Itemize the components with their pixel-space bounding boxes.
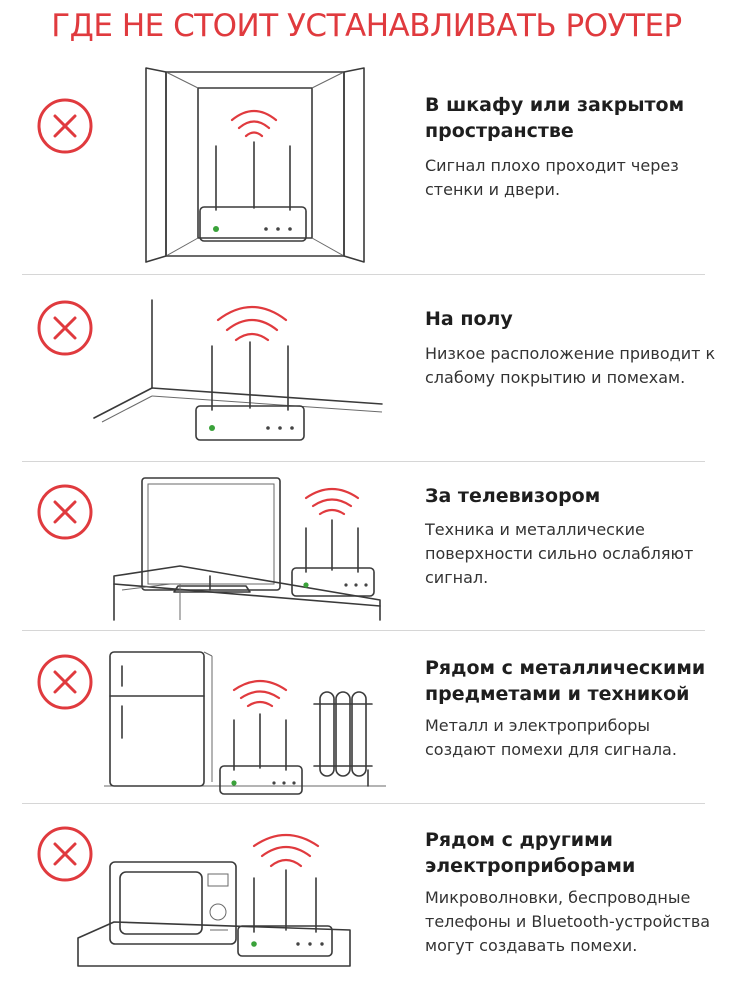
cabinet-illustration [145, 67, 365, 263]
divider [22, 461, 705, 462]
x-circle-icon [37, 300, 93, 356]
x-circle-icon [37, 826, 93, 882]
x-circle-icon [37, 98, 93, 154]
x-circle-icon [37, 484, 93, 540]
divider [22, 630, 705, 631]
item-desc: Металл и электроприборы создают помехи д… [425, 716, 677, 759]
microwave-illustration [77, 834, 351, 967]
item-desc: Микроволновки, беспроводные телефоны и B… [425, 888, 711, 955]
item-heading: За телевизором [425, 485, 601, 507]
floor-illustration [93, 299, 383, 441]
item-heading: Рядом с другими электроприборами [425, 829, 636, 877]
item-heading: На полу [425, 308, 513, 330]
page-title: ГДЕ НЕ СТОИТ УСТАНАВЛИВАТЬ РОУТЕР [51, 8, 682, 44]
item-desc: Техника и металлические поверхности силь… [425, 520, 694, 587]
item-heading: В шкафу или закрытом пространстве [425, 94, 685, 142]
item-heading: Рядом с металлическими предметами и техн… [425, 657, 706, 705]
tv-illustration [113, 477, 381, 621]
item-desc: Низкое расположение приводит к слабому п… [425, 344, 716, 387]
x-circle-icon [37, 654, 93, 710]
item-desc: Сигнал плохо проходит через стенки и две… [425, 156, 679, 199]
fridge-radiator-illustration [104, 651, 386, 795]
divider [22, 803, 705, 804]
divider [22, 274, 705, 275]
